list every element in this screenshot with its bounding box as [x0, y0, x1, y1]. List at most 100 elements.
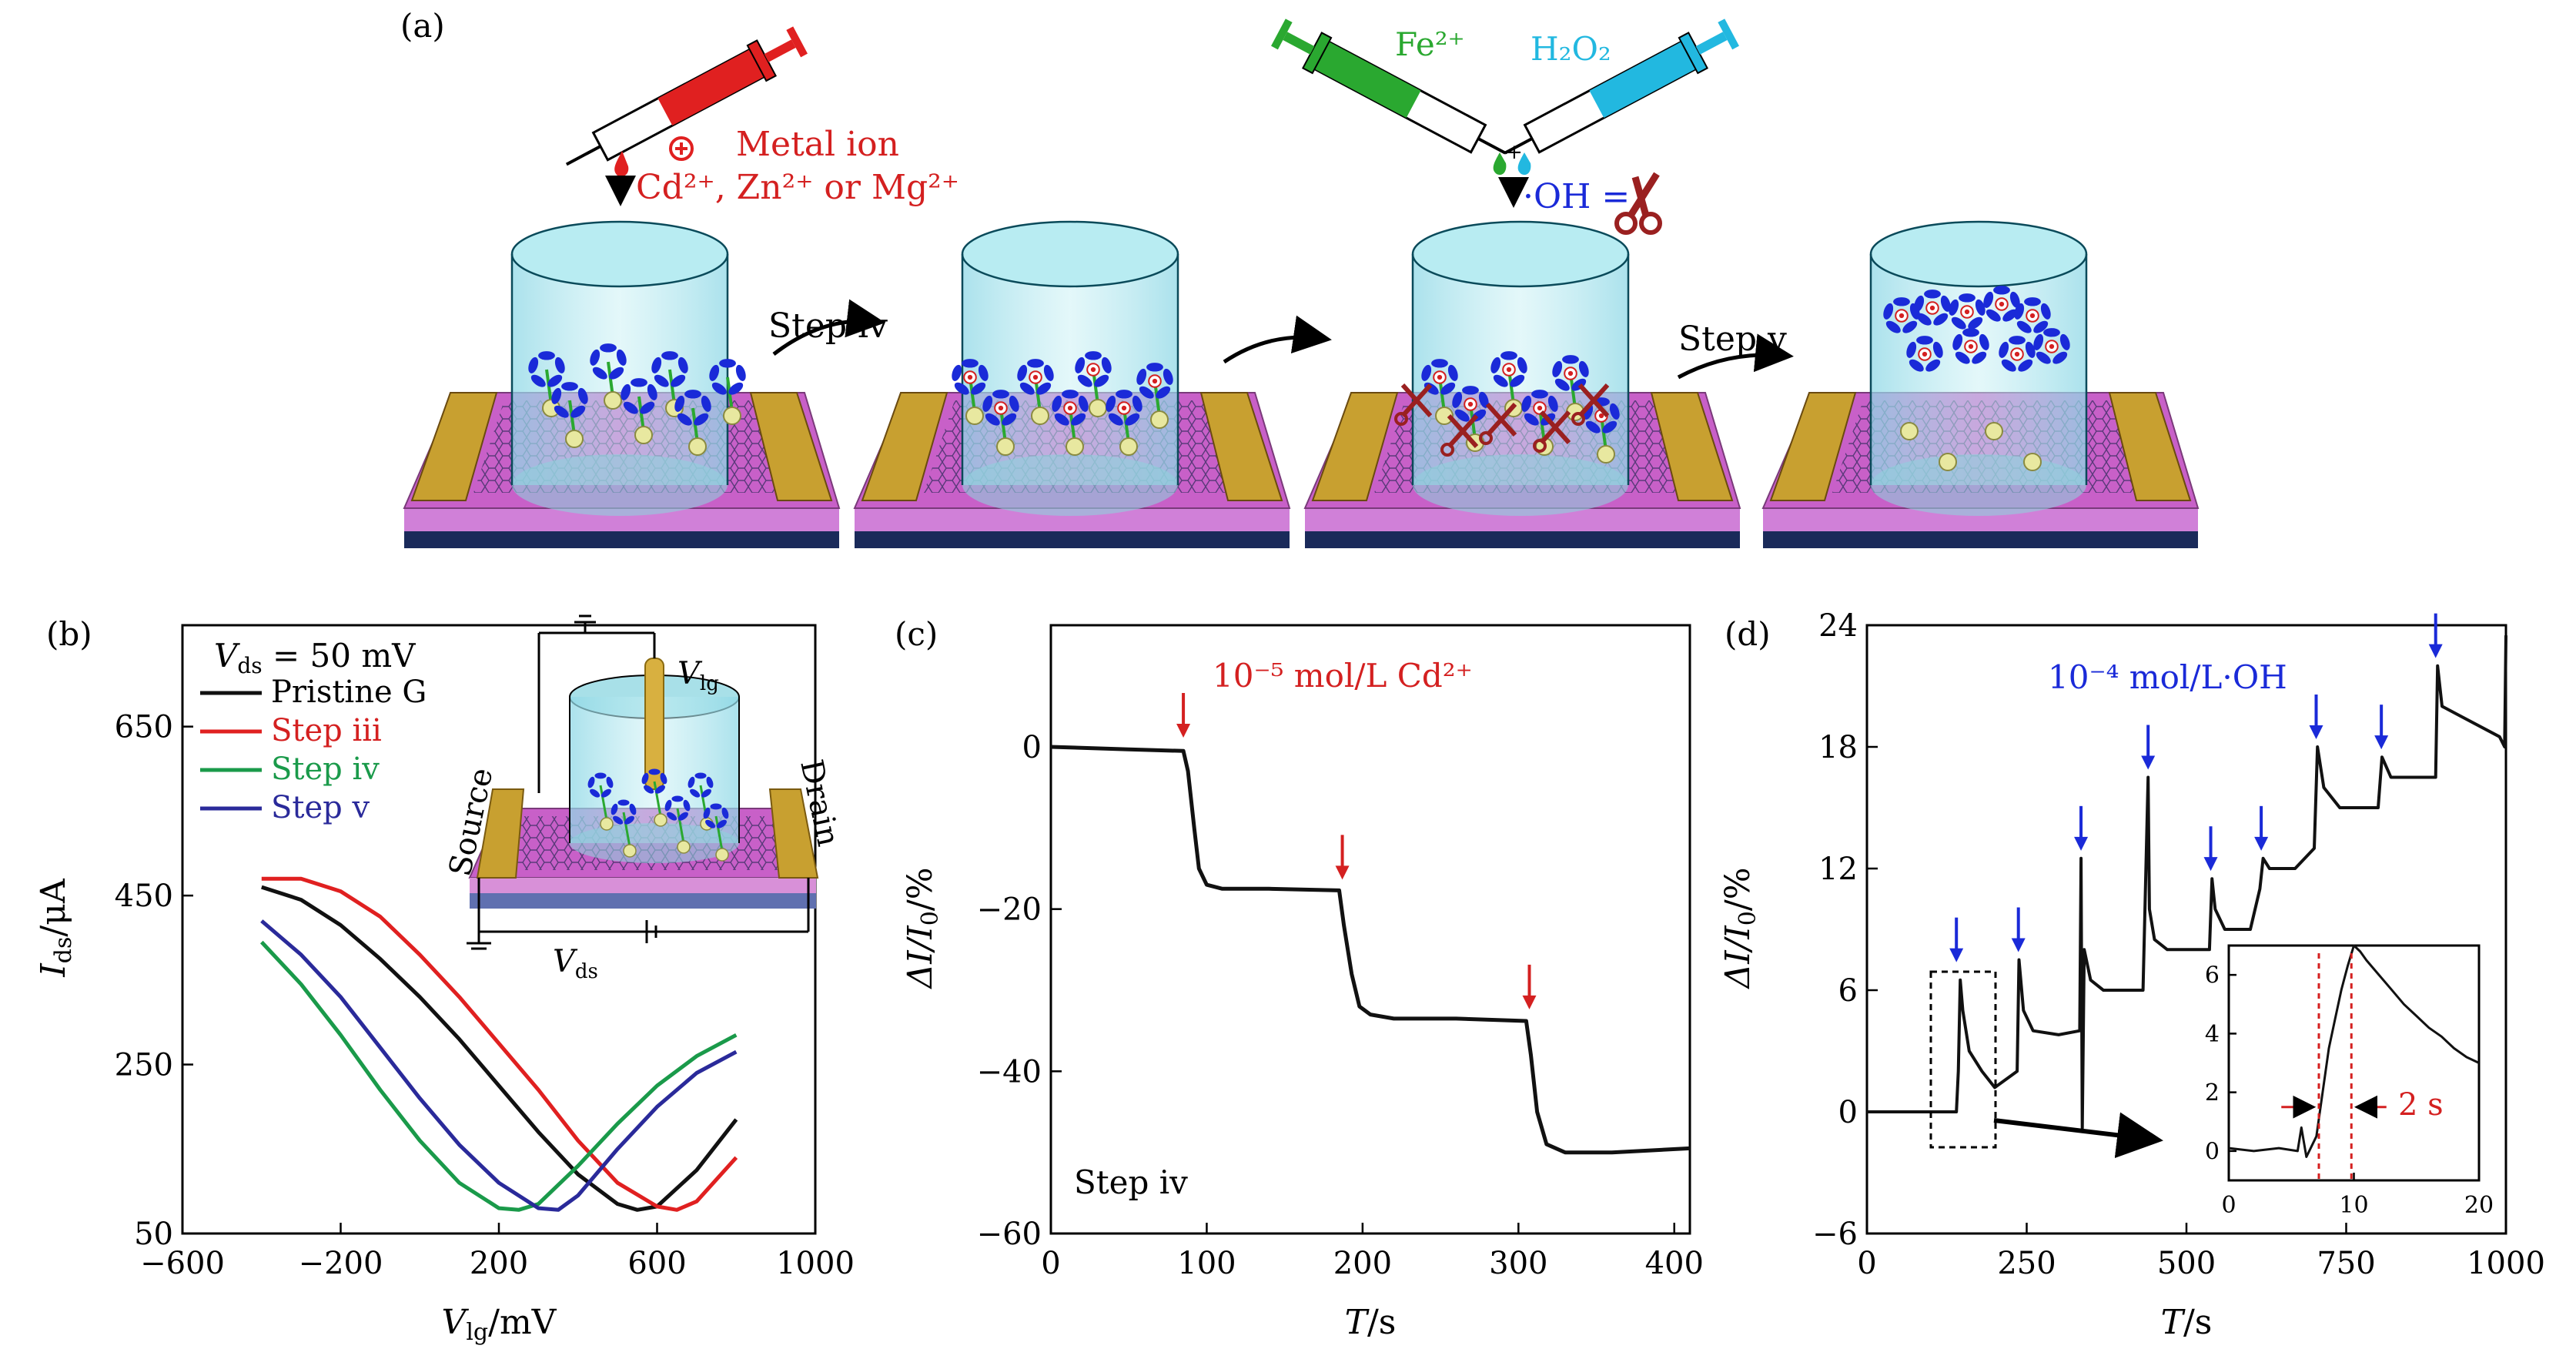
probe-icon	[651, 351, 688, 387]
inset-2s-label: 2 s	[2398, 1087, 2444, 1123]
probe-icon	[2014, 297, 2051, 333]
x-tick-label: 250	[1997, 1246, 2056, 1281]
panel-a-label: (a)	[400, 7, 445, 45]
inset-series-line	[2228, 944, 2480, 1158]
cyan-drop-icon	[1517, 152, 1531, 176]
scissors-icon	[1394, 383, 1433, 426]
step-iv-label: Step iv	[768, 306, 888, 346]
x-tick-label: 20	[2464, 1192, 2494, 1219]
syringe-cyan-icon	[1504, 18, 1739, 155]
series-line-2	[259, 940, 738, 1212]
probe-icon	[674, 390, 711, 426]
panel-b-ylabel: Ids/μA	[34, 878, 77, 977]
panel-d-arrows	[1949, 613, 2443, 962]
vds-inset-label: Vds	[553, 944, 598, 983]
syringe-green-icon	[1271, 18, 1507, 155]
y-tick-label: 0	[1022, 730, 1042, 765]
x-tick-label: 0	[2221, 1192, 2236, 1219]
oh-label: ·OH =	[1523, 177, 1630, 216]
probe-icon	[687, 772, 714, 798]
x-tick-label: 0	[1857, 1246, 1876, 1281]
addition-arrowhead	[2141, 755, 2156, 770]
x-tick-label: 0	[1041, 1246, 1060, 1281]
addition-arrowhead	[1949, 948, 1964, 962]
devices	[403, 220, 2200, 548]
legend-item: Step iii	[271, 713, 382, 748]
y-tick-label: 450	[115, 879, 173, 914]
x-tick-label: −600	[140, 1246, 225, 1281]
syringe-red-icon	[565, 26, 808, 166]
probe-icon	[1999, 336, 2036, 372]
x-tick-label: 10	[2339, 1192, 2368, 1219]
x-tick-label: −200	[299, 1246, 383, 1281]
y-tick-label: 250	[115, 1048, 173, 1083]
y-tick-label: 0	[2205, 1138, 2220, 1165]
addition-arrowhead	[2428, 644, 2443, 658]
series-line	[1867, 635, 2507, 1130]
panel-b-label: (b)	[46, 615, 92, 653]
probe-icon	[1017, 359, 1054, 395]
panel-c-series	[1050, 745, 1691, 1155]
panel-b-inset-device: Vlg Vds Source Drain	[443, 614, 846, 983]
metal-ion-title: Metal ion	[736, 125, 899, 164]
panel-c-arrows	[1176, 693, 1537, 1009]
panel-d-series	[1867, 635, 2507, 1130]
probe-icon	[528, 351, 565, 387]
y-tick-label: −40	[977, 1054, 1042, 1090]
y-tick-label: −20	[977, 892, 1042, 928]
zoom-box	[1929, 970, 1997, 1149]
y-tick-label: −60	[977, 1217, 1042, 1252]
addition-arrowhead	[1176, 724, 1191, 738]
scissors-icon	[1614, 172, 1662, 235]
panel-d-xlabel: T/s	[2161, 1303, 2213, 1342]
x-tick-label: 400	[1645, 1246, 1704, 1281]
metal-ion-list: Cd²⁺, Zn²⁺ or Mg²⁺	[636, 168, 959, 207]
panel-d-annotation: 10⁻⁴ mol/L·OH	[2048, 658, 2287, 696]
y-tick-label: 50	[134, 1217, 173, 1252]
legend-item: Pristine G	[271, 674, 427, 710]
h2o2-label: H₂O₂	[1531, 30, 1611, 68]
y-tick-label: 24	[1818, 608, 1858, 644]
probe-icon	[1952, 328, 1989, 364]
probe-icon	[664, 795, 691, 821]
device-4	[1761, 220, 2200, 548]
probe-icon	[641, 768, 667, 794]
y-tick-label: 4	[2205, 1021, 2220, 1048]
x-tick-label: 750	[2317, 1246, 2375, 1281]
addition-arrowhead	[2203, 857, 2218, 872]
red-drop-icon	[614, 151, 629, 177]
legend-item: Step v	[271, 790, 370, 825]
panel-c-ylabel: ΔI/I0/%	[901, 867, 944, 989]
probe-icon	[611, 799, 637, 825]
x-tick-label: 1000	[2467, 1246, 2545, 1281]
green-drop-icon	[1493, 152, 1507, 176]
probe-icon	[1914, 290, 1951, 326]
vlg-inset-label: Vlg	[677, 656, 719, 695]
series-line	[1050, 745, 1691, 1155]
series-line-3	[260, 919, 738, 1212]
probe-icon	[982, 390, 1019, 426]
probe-icon	[1136, 363, 1173, 399]
series-line-1	[261, 876, 738, 1212]
probe-icon	[551, 382, 588, 418]
y-tick-label: 2	[2205, 1080, 2220, 1106]
addition-arrowhead	[2254, 836, 2269, 851]
probe-icon	[1106, 390, 1142, 426]
probe-icon	[621, 378, 657, 414]
panel-d-label: (d)	[1725, 615, 1771, 653]
fe-label: Fe²⁺	[1395, 25, 1465, 63]
probe-icon	[1421, 359, 1458, 395]
y-tick-label: 6	[1838, 973, 1858, 1009]
probe-icon	[590, 343, 627, 380]
probe-icon	[1452, 386, 1489, 422]
probe-icon	[1583, 397, 1620, 433]
x-tick-label: 100	[1177, 1246, 1236, 1281]
